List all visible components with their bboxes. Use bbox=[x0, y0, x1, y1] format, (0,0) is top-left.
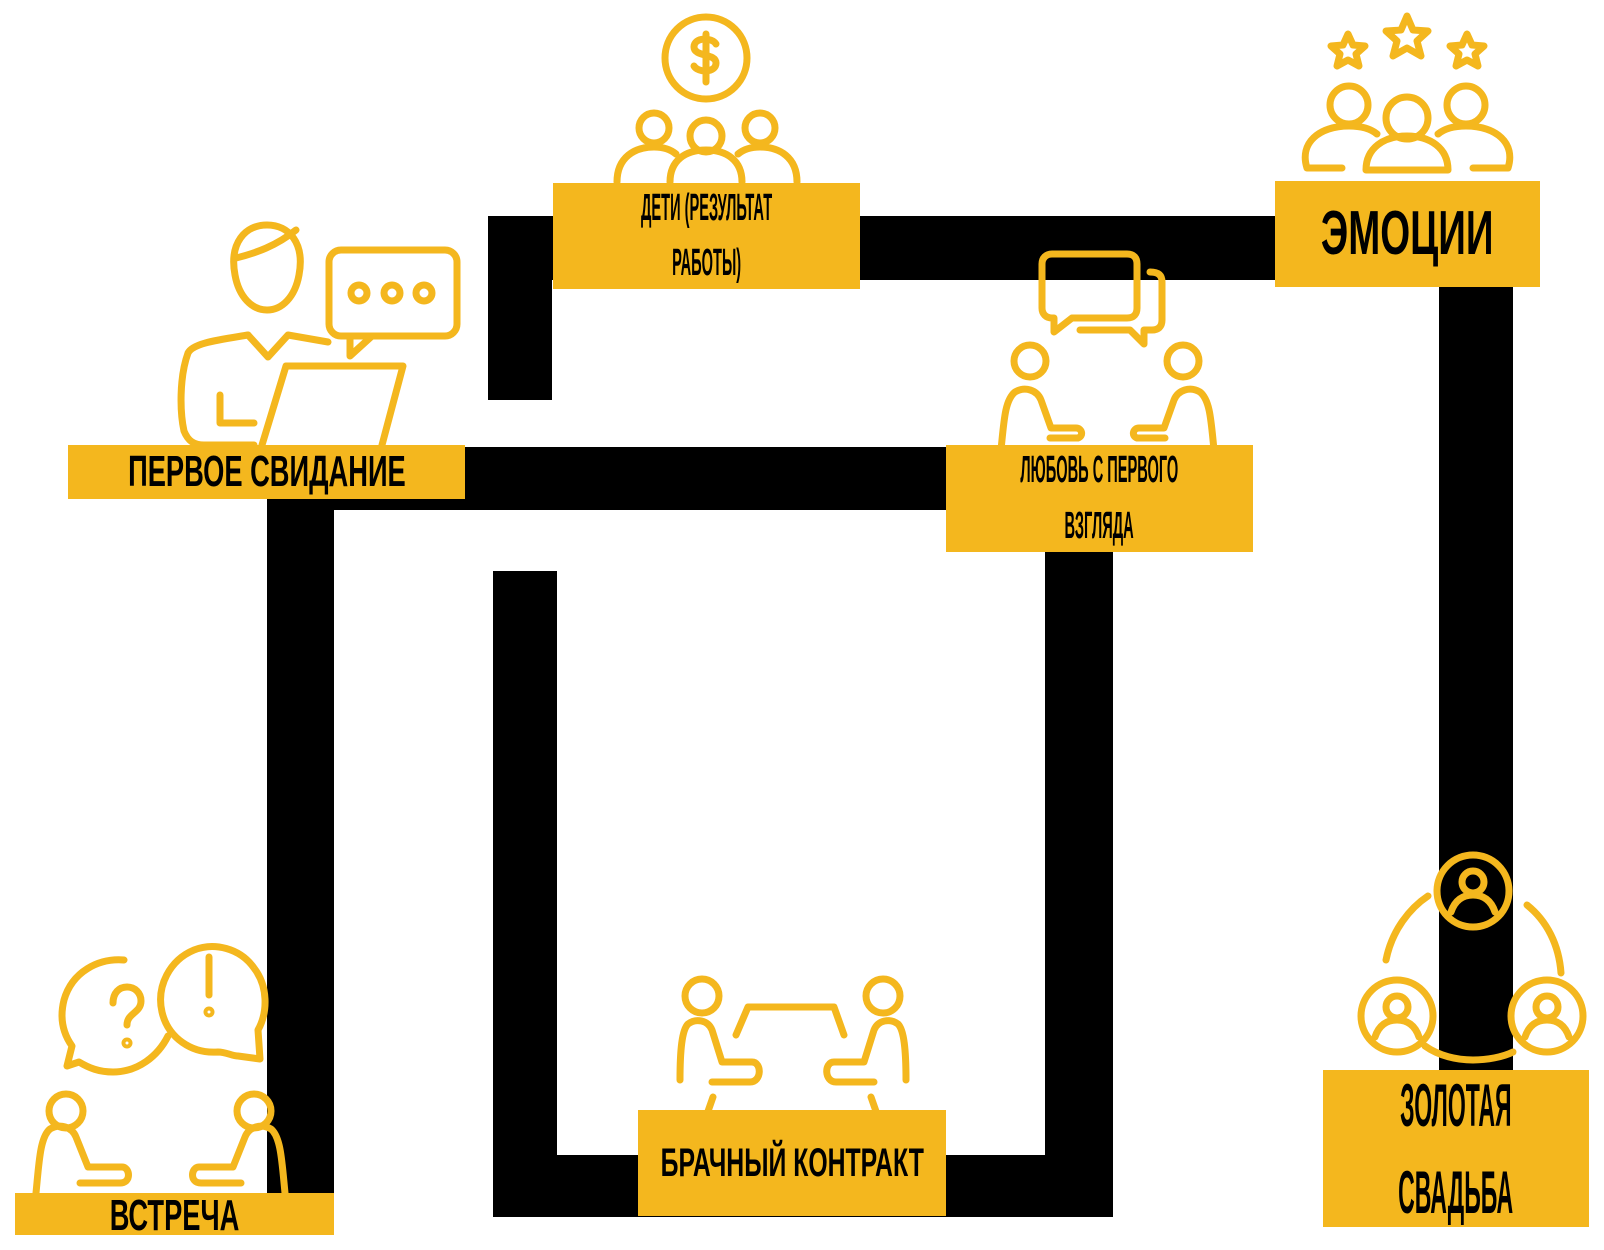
stage-label-emotions: ЭМОЦИИ bbox=[1275, 181, 1540, 287]
label-text: ЭМОЦИИ bbox=[1321, 199, 1494, 269]
stage-label-contract: БРАЧНЫЙ КОНТРАКТ bbox=[638, 1110, 946, 1216]
label-text: ПЕРВОЕ СВИДАНИЕ bbox=[127, 447, 406, 497]
stage-label-golden-wedding: ЗОЛОТАЯ СВАДЬБА bbox=[1323, 1070, 1589, 1227]
negotiation-table-icon bbox=[676, 975, 910, 1121]
label-text: БРАЧНЫЙ КОНТРАКТ bbox=[660, 1141, 924, 1185]
network-people-icon bbox=[1357, 851, 1587, 1064]
label-text: ВСТРЕЧА bbox=[109, 1191, 240, 1240]
stage-label-first-date: ПЕРВОЕ СВИДАНИЕ bbox=[68, 445, 465, 499]
stage-label-meeting: ВСТРЕЧА bbox=[15, 1192, 334, 1239]
stage-label-children: ДЕТИ (РЕЗУЛЬТАТ РАБОТЫ) bbox=[553, 183, 860, 289]
path-segment bbox=[493, 571, 557, 1217]
label-line: РАБОТЫ) bbox=[672, 242, 741, 284]
question-exclamation-conversation-icon bbox=[32, 943, 289, 1197]
path-segment bbox=[1439, 216, 1513, 1072]
maze-path bbox=[267, 216, 1513, 1217]
group-stars-icon bbox=[1301, 12, 1514, 174]
stage-label-love: ЛЮБОВЬ С ПЕРВОГО ВЗГЛЯДА bbox=[946, 445, 1253, 552]
label-line: ВЗГЛЯДА bbox=[1064, 504, 1135, 547]
label-line: ЛЮБОВЬ С ПЕРВОГО bbox=[1020, 449, 1179, 492]
two-people-chat-icon bbox=[997, 250, 1218, 454]
label-line: ЗОЛОТАЯ bbox=[1400, 1071, 1512, 1139]
label-line: ДЕТИ (РЕЗУЛЬТАТ bbox=[640, 186, 773, 229]
path-segment bbox=[267, 508, 334, 1196]
path-segment bbox=[1045, 447, 1113, 1217]
group-dollar-icon bbox=[613, 13, 801, 186]
label-line: СВАДЬБА bbox=[1398, 1158, 1514, 1226]
person-laptop-chat-icon bbox=[177, 221, 461, 449]
